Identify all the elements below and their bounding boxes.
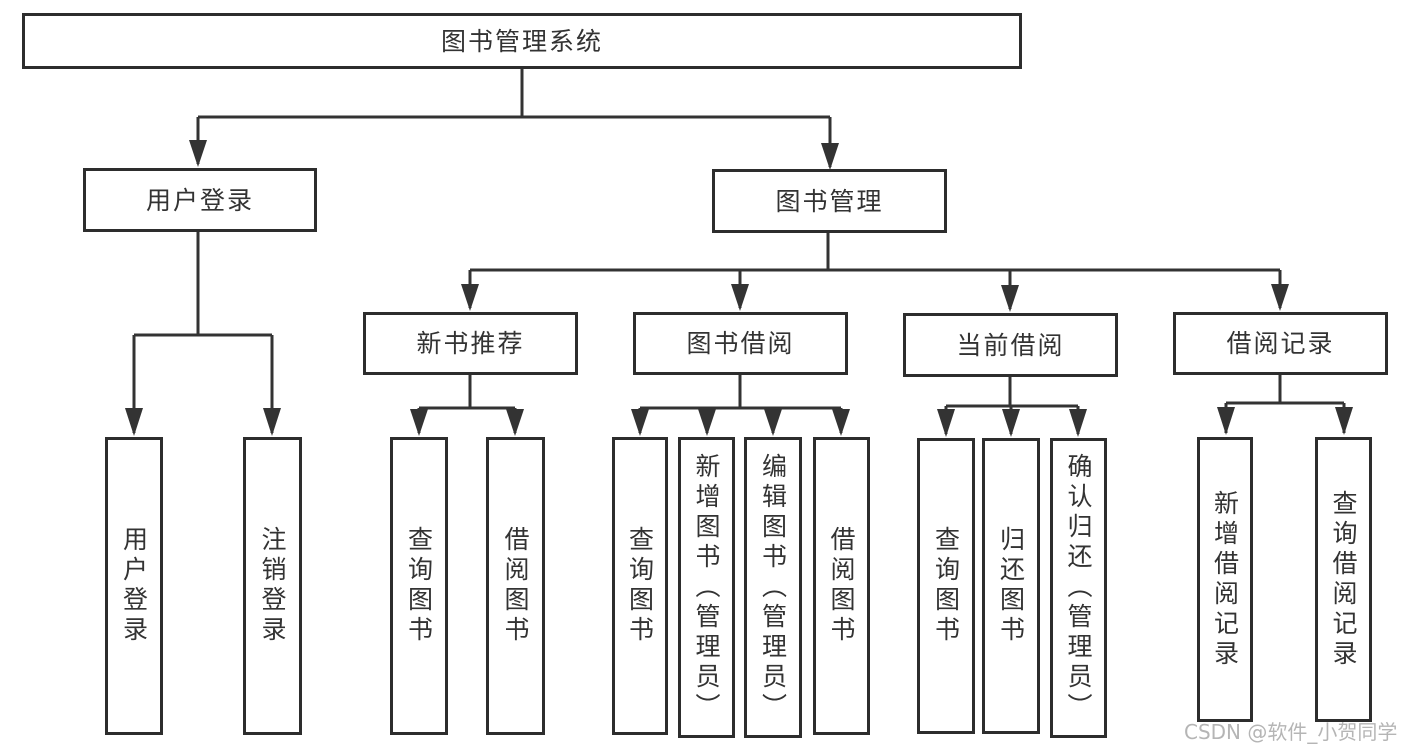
connector-borrow-records-to-leaves (1217, 375, 1353, 435)
node-user-login: 用户登录 (83, 168, 317, 232)
connector-book-mgmt-to-level3 (461, 233, 1289, 312)
leaf-query-books-1: 查询图书 (390, 437, 448, 735)
leaf-query-borrow-record: 查询借阅记录 (1315, 437, 1372, 722)
connector-current-borrow-to-leaves (937, 377, 1087, 437)
node-new-book-recommend: 新书推荐 (363, 312, 578, 375)
leaf-borrow-books-1: 借阅图书 (486, 437, 545, 735)
leaf-query-books-2: 查询图书 (612, 437, 668, 735)
node-book-management: 图书管理 (712, 169, 947, 233)
leaf-edit-books-admin: 编辑图书（管理员） (744, 437, 802, 738)
leaf-logout: 注销登录 (243, 437, 302, 735)
leaf-add-borrow-record: 新增借阅记录 (1197, 437, 1253, 722)
leaf-user-login: 用户登录 (105, 437, 163, 735)
connector-new-book-rec-to-leaves (410, 375, 524, 436)
watermark: CSDN @软件_小贺同学 (1184, 720, 1398, 744)
connector-root-to-level2 (189, 69, 839, 170)
node-book-borrowing: 图书借阅 (633, 312, 848, 375)
node-current-borrowing: 当前借阅 (903, 313, 1118, 377)
leaf-return-books: 归还图书 (982, 438, 1040, 734)
leaf-add-books-admin: 新增图书（管理员） (678, 437, 735, 738)
connector-book-borrow-to-leaves (631, 375, 850, 436)
leaf-confirm-return-admin: 确认归还（管理员） (1050, 438, 1107, 738)
leaf-query-books-3: 查询图书 (917, 438, 975, 734)
leaf-borrow-books-2: 借阅图书 (813, 437, 870, 735)
node-root: 图书管理系统 (22, 13, 1022, 69)
node-borrowing-records: 借阅记录 (1173, 312, 1388, 375)
connector-user-login-to-leaves (125, 232, 281, 436)
